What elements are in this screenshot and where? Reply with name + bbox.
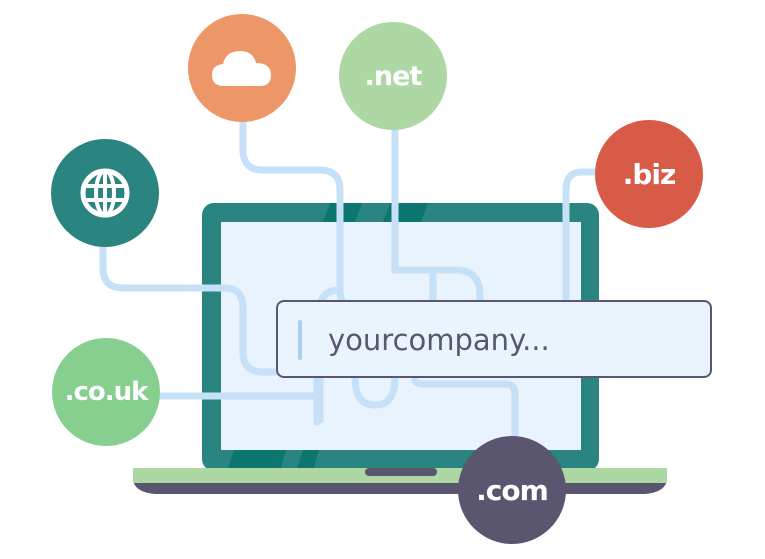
com-bubble[interactable]: .com [458, 436, 566, 544]
biz-label: .biz [622, 157, 677, 191]
com-label: .com [476, 473, 549, 507]
cloud-icon [212, 51, 271, 86]
text-cursor [298, 320, 302, 360]
domain-search-input[interactable]: yourcompany... [276, 300, 712, 378]
biz-bubble[interactable]: .biz [595, 120, 703, 228]
net-label: .net [364, 60, 423, 92]
laptop-notch [365, 468, 437, 476]
search-input-value: yourcompany... [328, 323, 550, 357]
cloud-bubble[interactable] [188, 14, 296, 122]
couk-label: .co.uk [64, 377, 149, 407]
globe-bubble[interactable] [51, 139, 159, 247]
net-bubble[interactable]: .net [339, 22, 447, 130]
couk-bubble[interactable]: .co.uk [52, 338, 160, 446]
connector-lines [99, 111, 604, 444]
globe-icon [80, 168, 130, 218]
